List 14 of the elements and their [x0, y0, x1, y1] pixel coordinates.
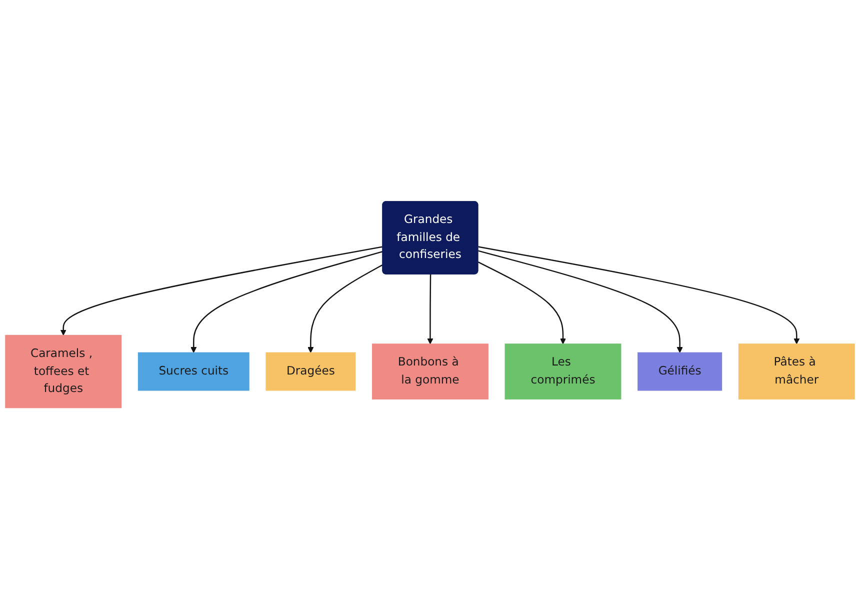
node-box: Caramels , toffees et fudges [5, 335, 122, 408]
arrow [427, 274, 434, 345]
node-box: Gélifiés [638, 352, 722, 392]
node-box: Pâtes à mâcher [738, 344, 855, 400]
node-box: Dragées [266, 352, 356, 392]
arrow [190, 251, 384, 354]
arrow [478, 246, 800, 345]
node-box: Bonbons à la gomme [372, 344, 488, 400]
arrow [478, 250, 683, 354]
node-box: Les comprimés [504, 344, 622, 400]
arrow [308, 264, 384, 354]
node-box: Sucres cuits [138, 352, 250, 392]
arrow [60, 246, 383, 336]
arrow [478, 262, 566, 345]
